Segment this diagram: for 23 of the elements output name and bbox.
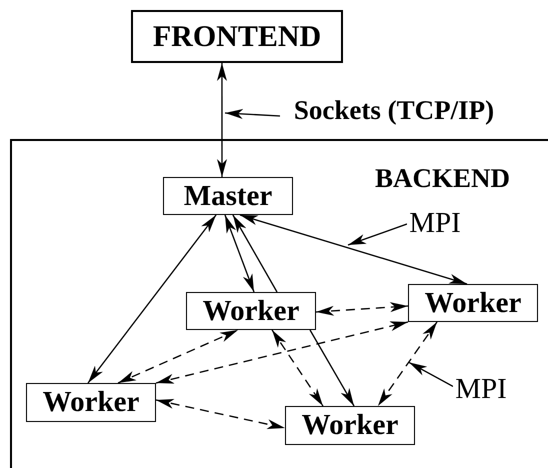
process-box: Worker	[186, 292, 316, 330]
arrow	[240, 214, 468, 285]
process-box: Worker	[408, 284, 538, 322]
process-box: Worker	[285, 406, 415, 445]
dashed-arrow	[316, 302, 408, 316]
arrow	[216, 63, 227, 177]
arrow	[224, 214, 255, 292]
dashed-arrow	[377, 322, 438, 406]
process-box: Master	[163, 177, 293, 215]
dashed-arrow	[272, 330, 324, 406]
arrow	[88, 214, 217, 384]
dashed-arrow	[156, 321, 408, 384]
arrow	[309, 330, 355, 406]
leader-arrow	[348, 223, 408, 246]
arrow	[232, 214, 278, 292]
process-box: Worker	[26, 383, 156, 422]
dashed-arrow	[118, 329, 238, 384]
leader-arrow	[408, 362, 454, 387]
process-box: FRONTEND	[131, 10, 343, 63]
leader-arrow	[224, 108, 280, 119]
region-title: BACKEND	[375, 163, 510, 194]
dashed-arrow	[156, 398, 286, 430]
backend-region	[10, 139, 548, 468]
